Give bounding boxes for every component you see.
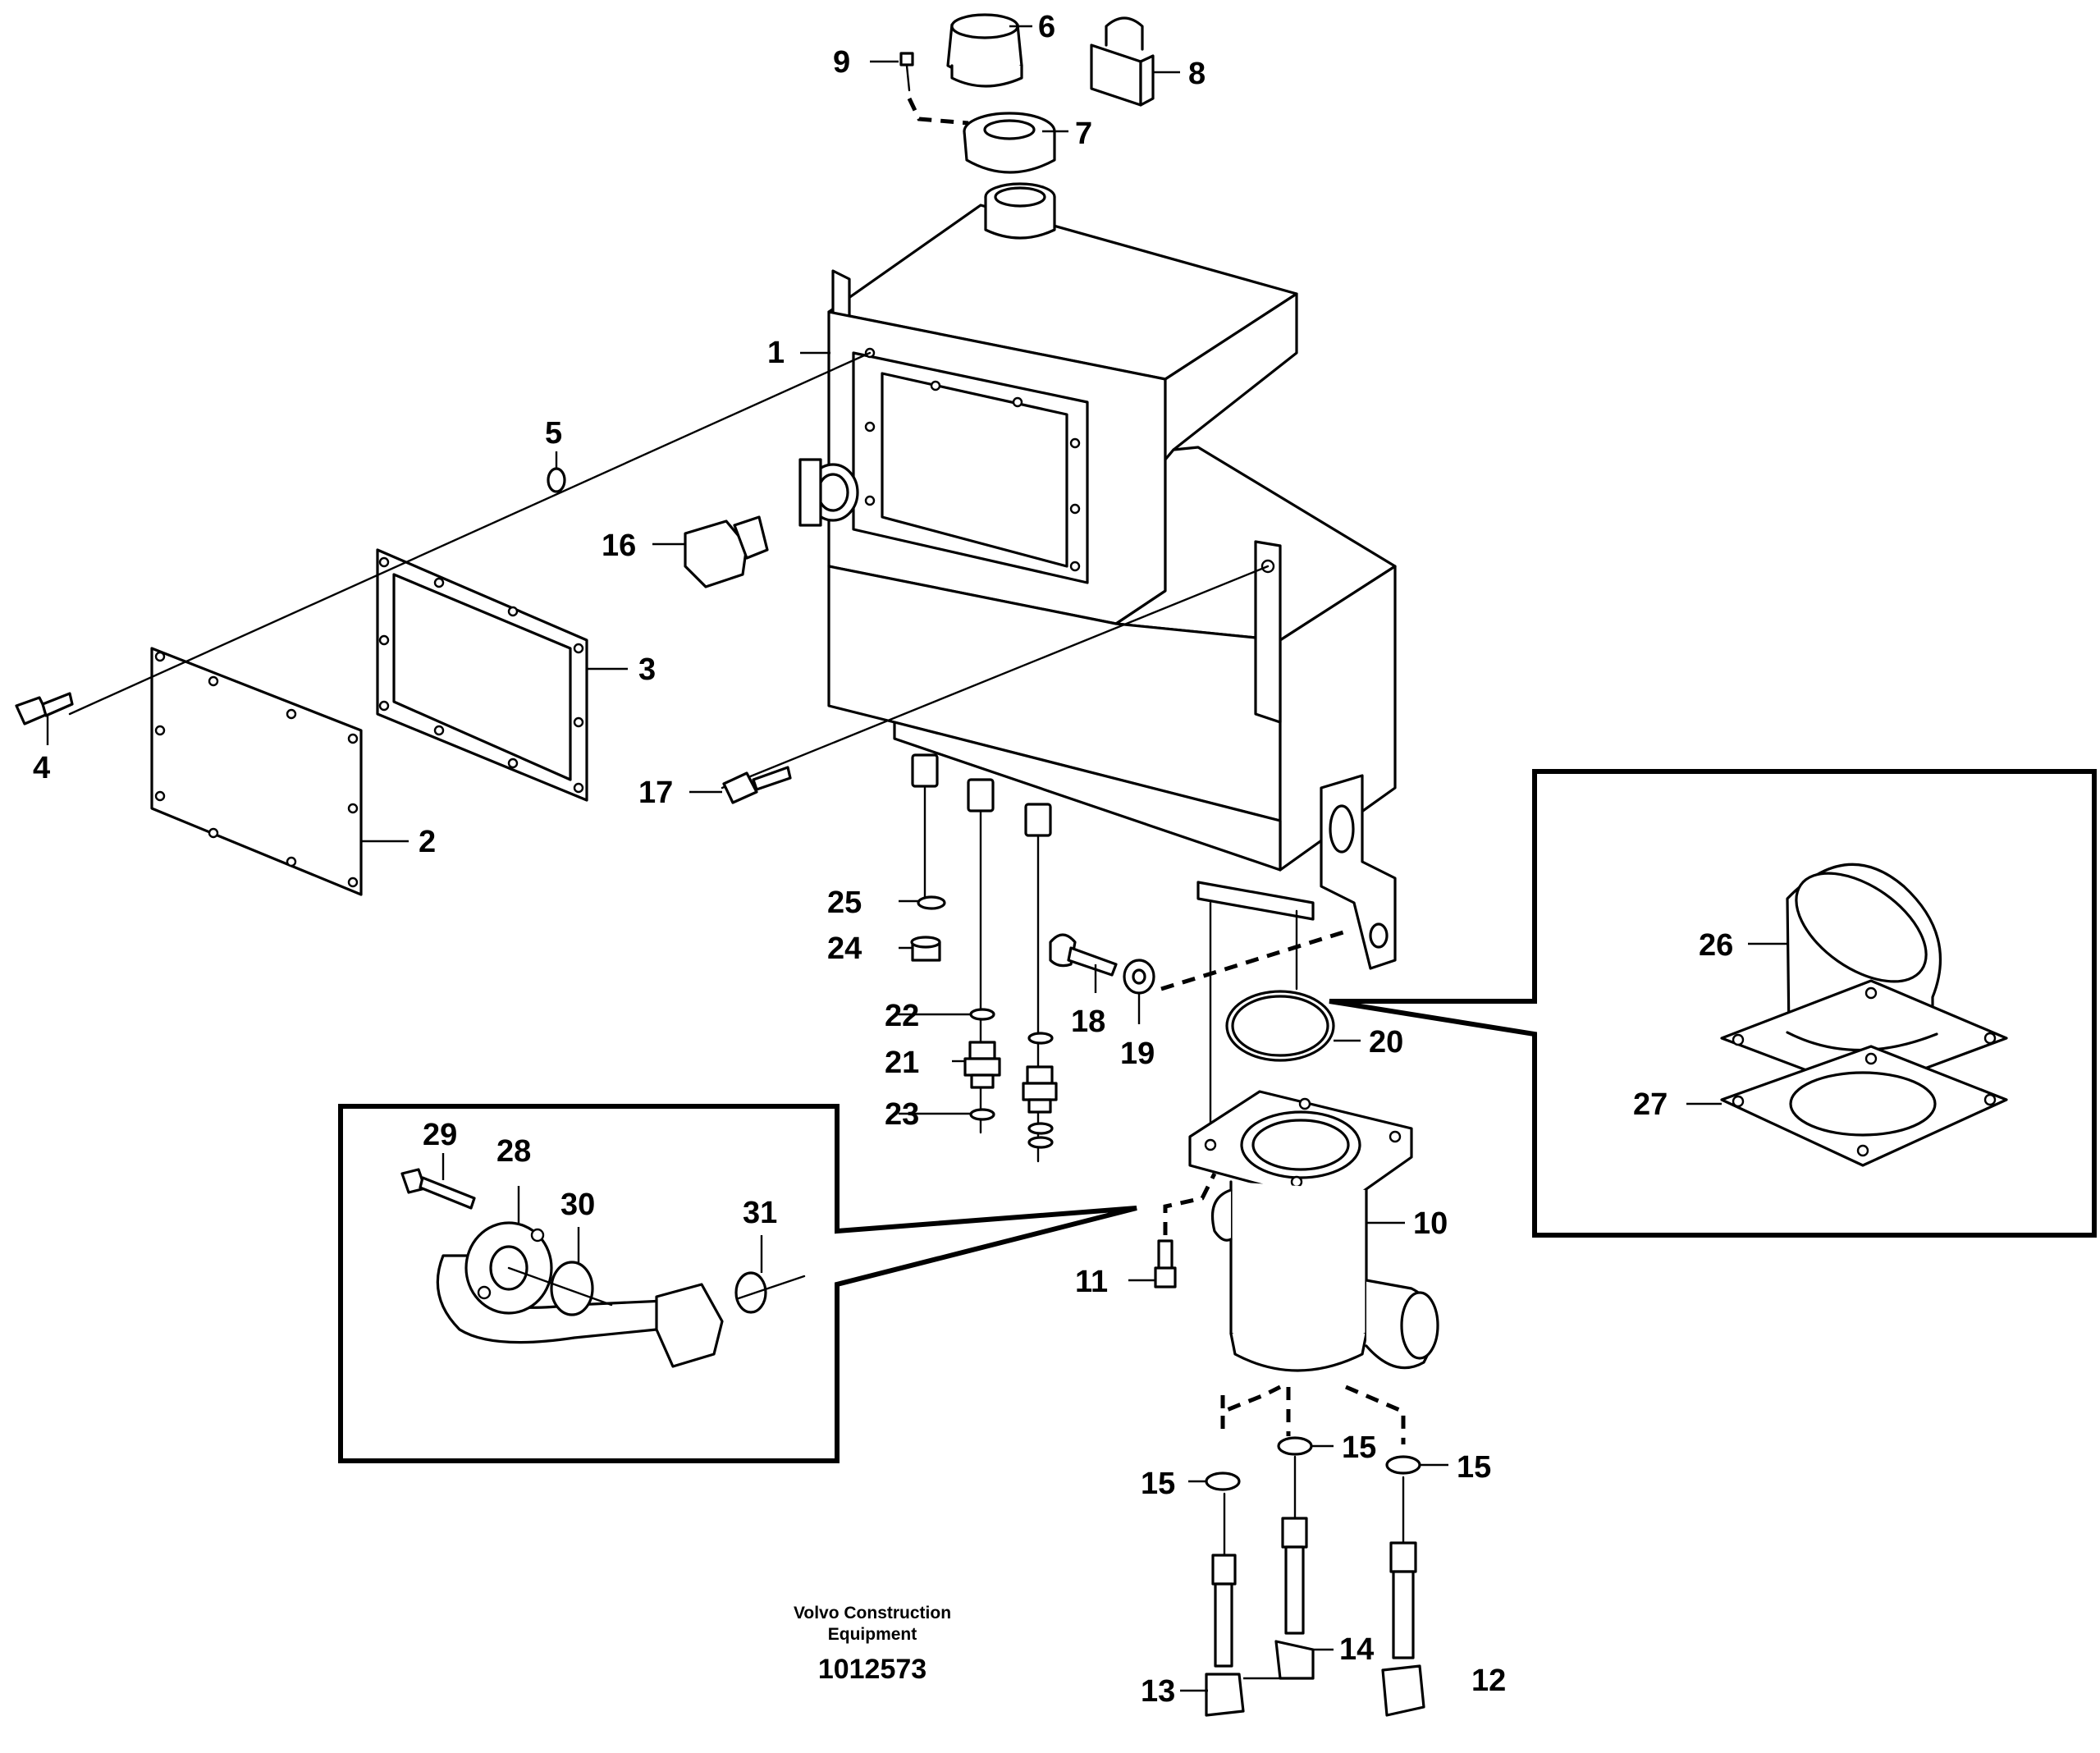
callout-4: 4 — [33, 751, 50, 785]
sensor — [1274, 1455, 1315, 1680]
callout-24: 24 — [827, 931, 862, 966]
callout-13: 13 — [1141, 1674, 1175, 1709]
callout-28: 28 — [496, 1134, 531, 1169]
callout-25: 25 — [827, 886, 862, 920]
callout-23: 23 — [885, 1097, 919, 1132]
callout-12: 12 — [1471, 1664, 1506, 1698]
callout-15: 15 — [1457, 1450, 1491, 1485]
callout-15: 15 — [1342, 1430, 1376, 1465]
callout-1: 1 — [767, 336, 785, 370]
callout-16: 16 — [602, 529, 636, 563]
sensor — [1381, 1476, 1425, 1717]
callout-7: 7 — [1075, 117, 1092, 151]
callout-6: 6 — [1038, 10, 1055, 44]
filler-adapter — [963, 112, 1056, 174]
callout-11: 11 — [1075, 1265, 1108, 1299]
sensor — [1205, 1492, 1245, 1717]
inset-pipe-flange — [1720, 863, 2008, 1093]
callout-10: 10 — [1413, 1206, 1448, 1241]
screw — [722, 766, 792, 804]
callout-labels: 1 2 3 4 5 6 7 8 9 10 11 12 13 14 15 15 1… — [33, 10, 1733, 1709]
callout-27: 27 — [1633, 1087, 1668, 1122]
suction-housing — [1188, 1090, 1439, 1372]
cover-plate — [150, 647, 363, 896]
callout-29: 29 — [423, 1118, 457, 1152]
breather-cap — [946, 13, 1023, 88]
callout-15: 15 — [1141, 1467, 1175, 1501]
reference-number: 1012573 — [818, 1654, 926, 1685]
credit-line-2: Equipment — [828, 1625, 917, 1644]
callout-17: 17 — [638, 776, 673, 810]
callout-2: 2 — [419, 825, 436, 859]
credit-line-1: Volvo Construction — [794, 1604, 951, 1623]
callout-18: 18 — [1071, 1005, 1105, 1039]
callout-9: 9 — [833, 45, 850, 80]
inset-pipe-assembly — [400, 1168, 806, 1368]
callout-20: 20 — [1369, 1025, 1403, 1060]
callout-3: 3 — [638, 652, 656, 687]
screw — [1154, 1239, 1177, 1288]
callout-26: 26 — [1699, 928, 1733, 963]
leader-lines — [46, 25, 1787, 1692]
padlock — [1090, 16, 1155, 107]
screw — [899, 52, 914, 92]
callout-31: 31 — [743, 1196, 777, 1230]
callout-21: 21 — [885, 1046, 919, 1080]
inset-gasket — [1720, 1045, 2008, 1167]
callout-5: 5 — [545, 416, 562, 451]
callout-8: 8 — [1188, 57, 1206, 91]
hydraulic-tank — [798, 182, 1397, 970]
callout-30: 30 — [560, 1188, 595, 1222]
screw — [1049, 933, 1118, 977]
screw — [15, 692, 74, 725]
plug — [684, 515, 769, 588]
callout-19: 19 — [1120, 1037, 1155, 1071]
callout-22: 22 — [885, 999, 919, 1033]
callout-14: 14 — [1339, 1632, 1374, 1667]
gasket — [376, 548, 588, 802]
